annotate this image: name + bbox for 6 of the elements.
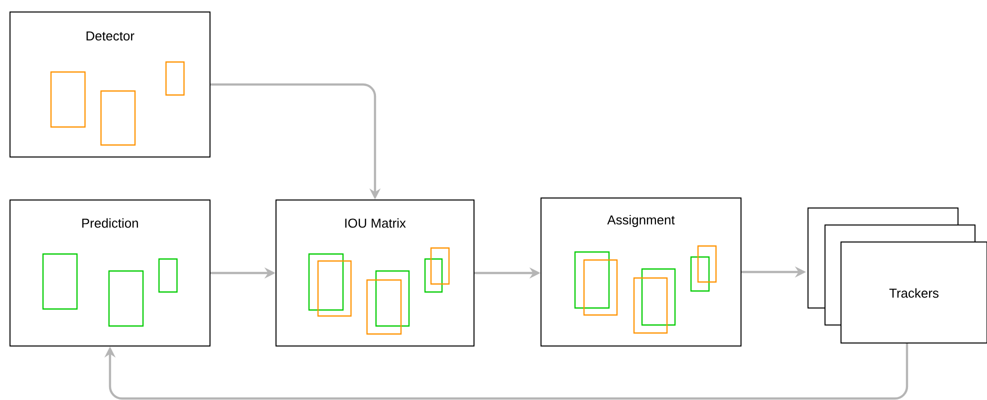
process-box: IOU Matrix [276, 200, 474, 346]
arrow [104, 344, 908, 400]
process-box: Prediction [10, 200, 210, 346]
stacked-cards: Trackers [808, 208, 987, 344]
process-box: Detector [10, 12, 210, 158]
process-box: Assignment [540, 198, 742, 346]
